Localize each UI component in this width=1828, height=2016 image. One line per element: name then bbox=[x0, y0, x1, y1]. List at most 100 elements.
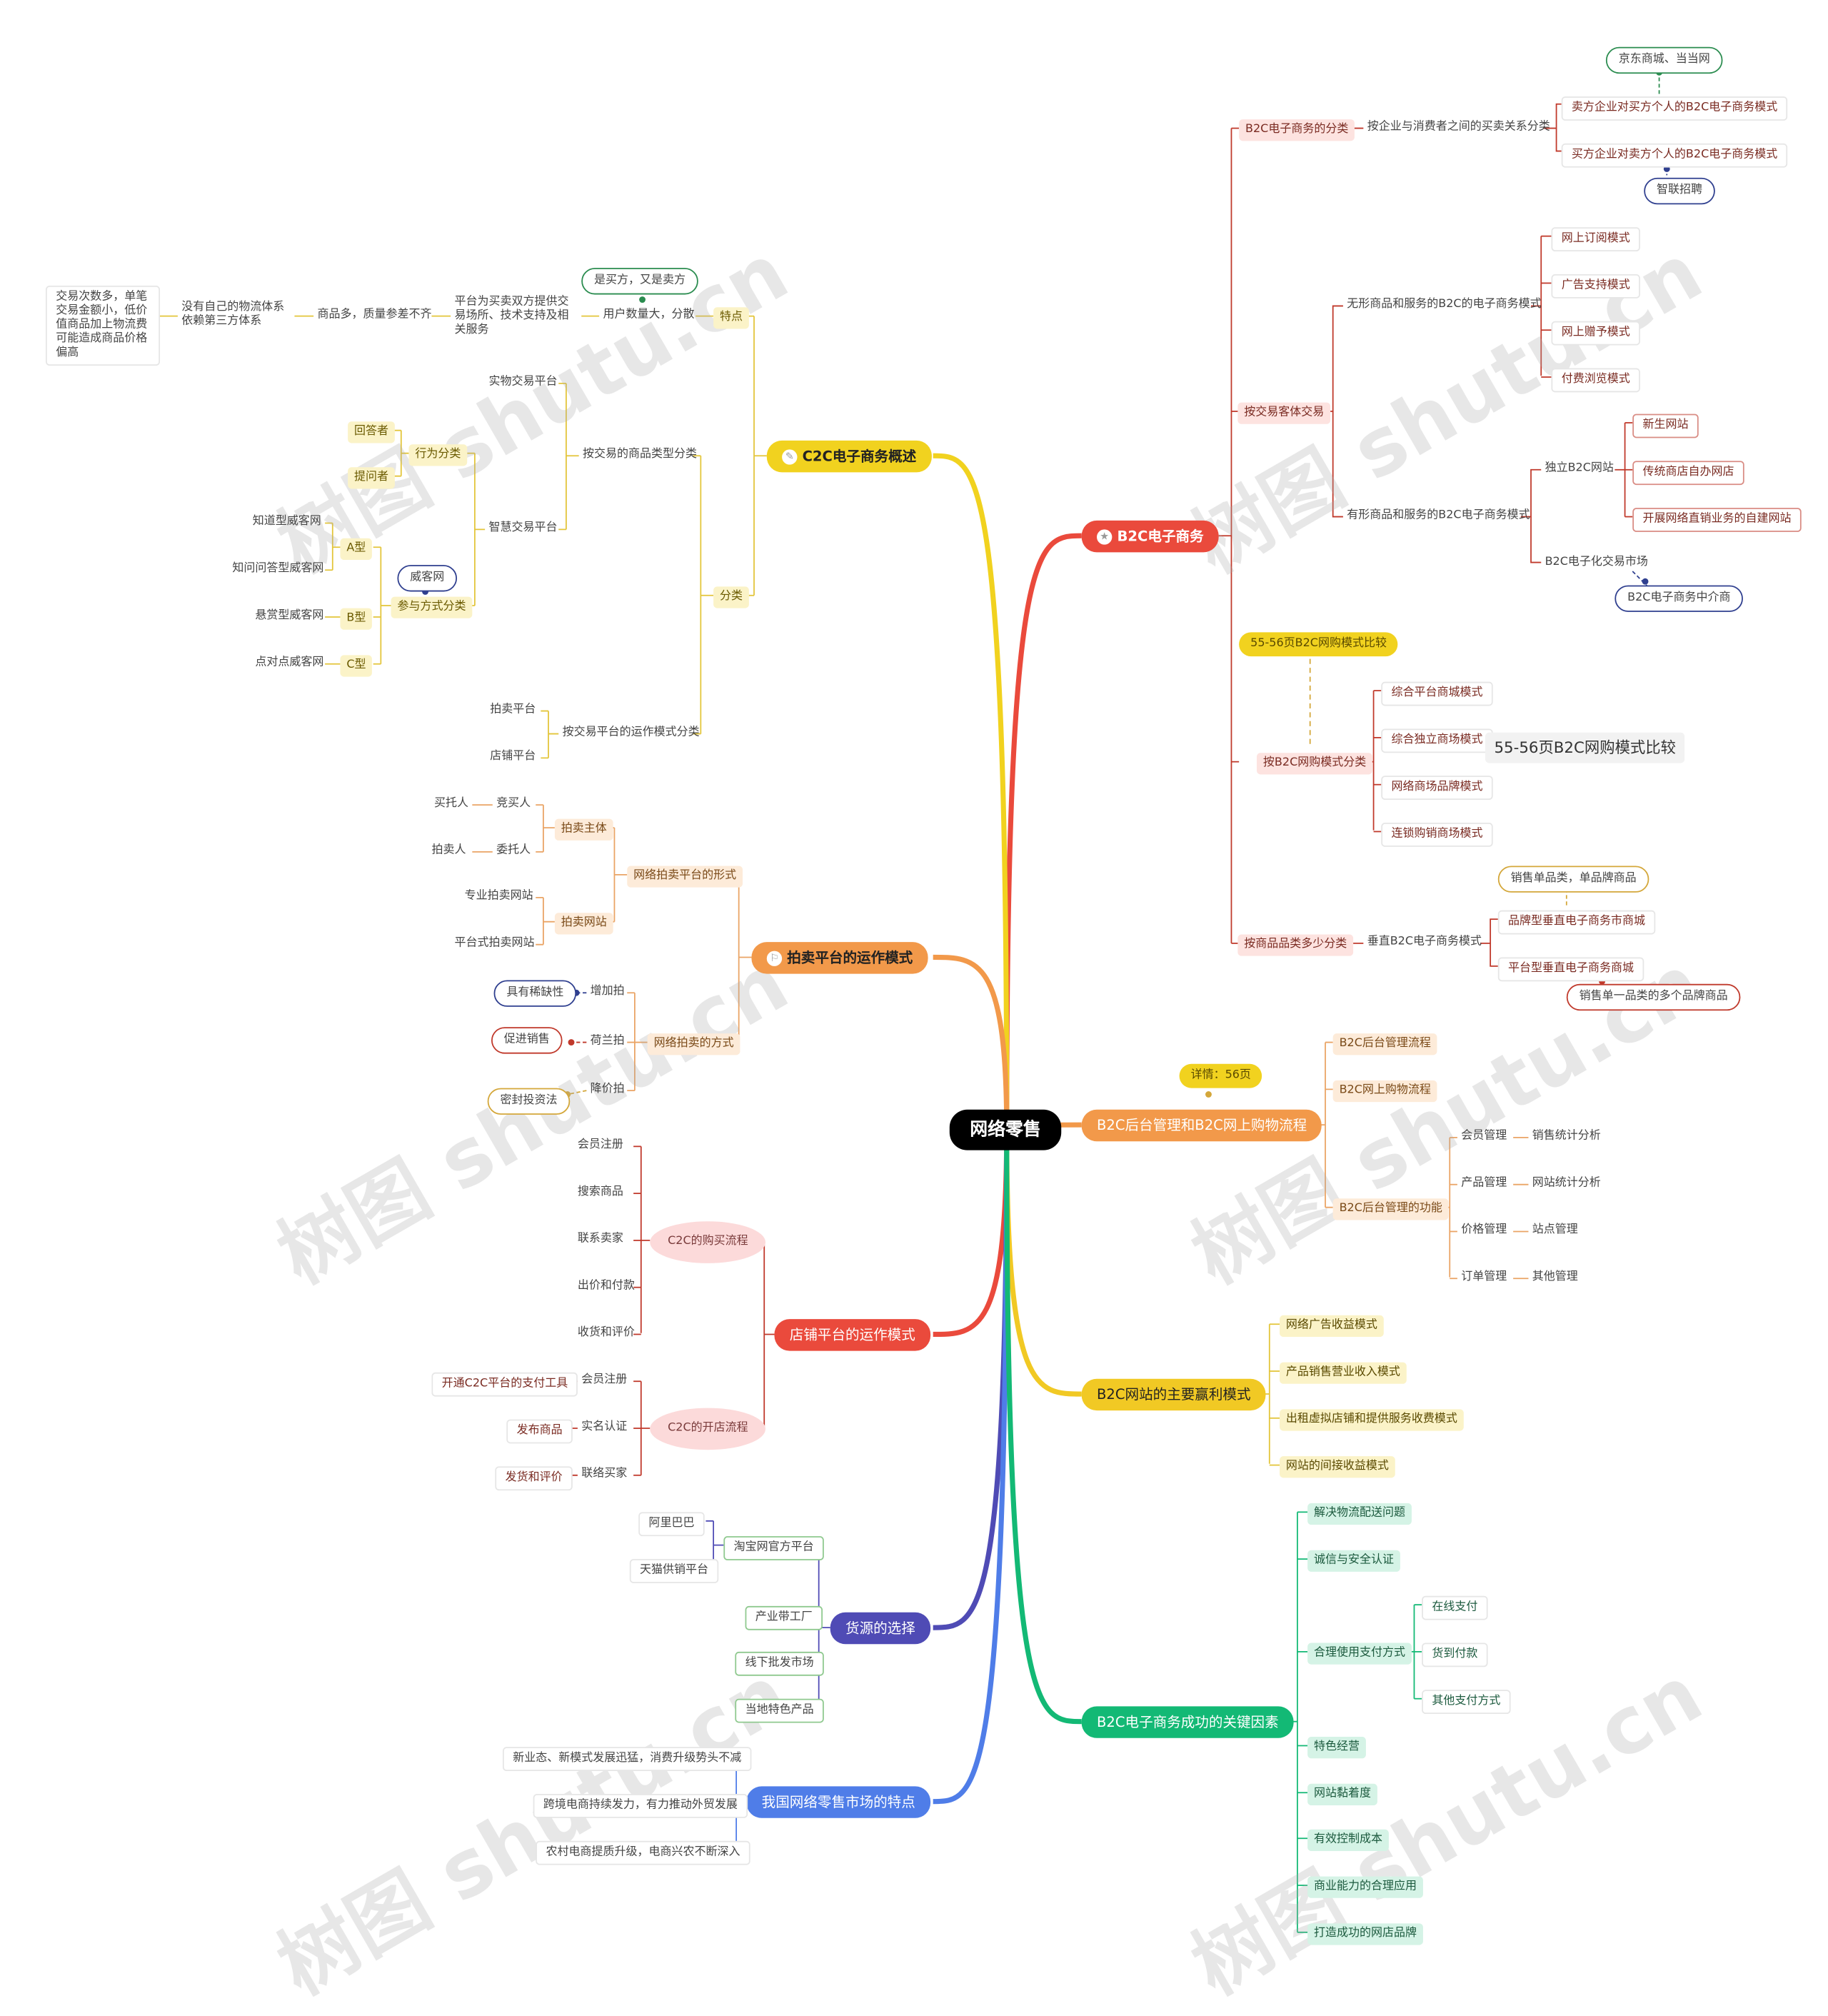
open-step[interactable]: 联络买家 bbox=[578, 1466, 631, 1483]
buy-step[interactable]: 会员注册 bbox=[574, 1138, 628, 1154]
platform-note[interactable]: 销售单一品类的多个品牌商品 bbox=[1566, 983, 1741, 1011]
backend-function[interactable]: 网站统计分析 bbox=[1528, 1175, 1604, 1192]
branch-b2c[interactable]: ★B2C电子商务 bbox=[1081, 520, 1219, 553]
backend-function[interactable]: 销售统计分析 bbox=[1528, 1128, 1604, 1145]
by-goods-class[interactable]: 按交易的商品类型分类 bbox=[579, 447, 701, 463]
participation-class[interactable]: 参与方式分类 bbox=[391, 596, 473, 618]
backend-function[interactable]: 站点管理 bbox=[1528, 1223, 1582, 1239]
branch-china[interactable]: 我国网络零售市场的特点 bbox=[746, 1786, 931, 1818]
auction-site[interactable]: 拍卖网站 bbox=[554, 913, 613, 935]
shopping-flow[interactable]: B2C网上购物流程 bbox=[1332, 1080, 1437, 1103]
payment-method[interactable]: 在线支付 bbox=[1422, 1595, 1488, 1620]
independent-site-type[interactable]: 传统商店自办网店 bbox=[1632, 461, 1744, 486]
vertical-b2c-mode[interactable]: 垂直B2C电子商务模式 bbox=[1363, 934, 1485, 951]
success-factor[interactable]: 打造成功的网店品牌 bbox=[1307, 1923, 1423, 1945]
china-market-feature[interactable]: 农村电商提质升级，电商兴农不断深入 bbox=[536, 1840, 750, 1865]
branch-backend[interactable]: B2C后台管理和B2C网上购物流程 bbox=[1081, 1109, 1322, 1142]
c2c-goods[interactable]: 商品多，质量参差不齐 bbox=[313, 307, 436, 324]
b2c-class-label[interactable]: B2C电子商务的分类 bbox=[1239, 119, 1355, 141]
b2c-trade-object[interactable]: 按交易客体交易 bbox=[1237, 402, 1331, 424]
success-factor[interactable]: 有效控制成本 bbox=[1307, 1829, 1389, 1852]
backend-function[interactable]: 订单管理 bbox=[1457, 1270, 1511, 1286]
open-step[interactable]: 实名认证 bbox=[578, 1420, 631, 1436]
source-option[interactable]: 线下批发市场 bbox=[735, 1651, 824, 1676]
alibaba[interactable]: 阿里巴巴 bbox=[638, 1512, 705, 1537]
zhidao-witkey[interactable]: 知道型威客网 bbox=[248, 514, 325, 531]
independent-site-type[interactable]: 开展网络直销业务的自建网站 bbox=[1632, 508, 1802, 532]
store-platform[interactable]: 店铺平台 bbox=[486, 749, 540, 766]
qa-witkey[interactable]: 知问问答型威客网 bbox=[228, 561, 328, 578]
seller-example-note[interactable]: 京东商城、当当网 bbox=[1605, 46, 1723, 74]
physical-trade-platform[interactable]: 实物交易平台 bbox=[485, 374, 561, 391]
bidder[interactable]: 竞买人 bbox=[493, 796, 535, 813]
backend-function[interactable]: 产品管理 bbox=[1457, 1175, 1511, 1192]
success-factor[interactable]: 网站黏着度 bbox=[1307, 1783, 1377, 1806]
open-process[interactable]: C2C的开店流程 bbox=[650, 1408, 766, 1450]
success-factor[interactable]: 特色经营 bbox=[1307, 1737, 1366, 1759]
shopping-mode-item[interactable]: 综合平台商城模式 bbox=[1381, 681, 1493, 706]
branch-auction[interactable]: ⚐拍卖平台的运作模式 bbox=[751, 942, 928, 974]
tangible-mode[interactable]: 有形商品和服务的B2C电子商务模式 bbox=[1343, 508, 1534, 524]
auction-subject[interactable]: 拍卖主体 bbox=[554, 818, 613, 841]
open-step[interactable]: 会员注册 bbox=[578, 1373, 631, 1389]
by-mode-class[interactable]: 按交易平台的运作模式分类 bbox=[558, 725, 703, 741]
b2c-e-market[interactable]: B2C电子化交易市场 bbox=[1541, 555, 1652, 571]
consignor[interactable]: 委托人 bbox=[493, 843, 535, 859]
buyer-example-note[interactable]: 智联招聘 bbox=[1644, 177, 1715, 205]
bidder-left[interactable]: 买托人 bbox=[431, 796, 473, 813]
bounty-witkey[interactable]: 悬赏型威客网 bbox=[251, 608, 328, 625]
backend-functions[interactable]: B2C后台管理的功能 bbox=[1332, 1198, 1449, 1220]
profit-mode[interactable]: 出租虚拟店铺和提供服务收费模式 bbox=[1280, 1409, 1464, 1431]
compare-callout[interactable]: 55-56页B2C网购模式比较 bbox=[1485, 732, 1685, 763]
backend-function[interactable]: 其他管理 bbox=[1528, 1270, 1582, 1286]
users-note[interactable]: 是买方，又是卖方 bbox=[581, 268, 698, 295]
type-c[interactable]: C型 bbox=[340, 655, 373, 677]
platform-auction-site[interactable]: 平台式拍卖网站 bbox=[451, 936, 538, 952]
taobao-platform[interactable]: 淘宝网官方平台 bbox=[723, 1536, 824, 1560]
c2c-small-amount[interactable]: 交易次数多，单笔交易金额小，低价值商品加上物流费可能造成商品价格偏高 bbox=[46, 286, 161, 366]
backend-function[interactable]: 会员管理 bbox=[1457, 1128, 1511, 1145]
intangible-mode[interactable]: 无形商品和服务的B2C的电子商务模式 bbox=[1343, 297, 1545, 314]
ascending-auction[interactable]: 增加拍 bbox=[586, 984, 628, 1001]
intangible-item[interactable]: 付费浏览模式 bbox=[1551, 368, 1640, 393]
answerer[interactable]: 回答者 bbox=[348, 421, 395, 443]
shopping-mode-item[interactable]: 网络商场品牌模式 bbox=[1381, 776, 1493, 801]
brand-vertical-mall[interactable]: 品牌型垂直电子商务市商城 bbox=[1497, 910, 1656, 935]
backend-flow[interactable]: B2C后台管理流程 bbox=[1332, 1033, 1437, 1055]
independent-b2c-site[interactable]: 独立B2C网站 bbox=[1541, 461, 1617, 477]
c2c-logistics[interactable]: 没有自己的物流体系依赖第三方体系 bbox=[178, 300, 295, 331]
branch-source[interactable]: 货源的选择 bbox=[830, 1612, 931, 1645]
participation-note[interactable]: 威客网 bbox=[397, 565, 458, 592]
buy-step[interactable]: 出价和付款 bbox=[574, 1278, 639, 1295]
backend-note[interactable]: 详情：56页 bbox=[1179, 1063, 1262, 1088]
buy-process[interactable]: C2C的购买流程 bbox=[650, 1221, 766, 1263]
seller-to-buyer-mode[interactable]: 卖方企业对买方个人的B2C电子商务模式 bbox=[1561, 96, 1788, 121]
open-left-step[interactable]: 发布商品 bbox=[506, 1419, 573, 1444]
branch-store[interactable]: 店铺平台的运作模式 bbox=[774, 1319, 931, 1351]
buy-step[interactable]: 收货和评价 bbox=[574, 1325, 639, 1342]
source-option[interactable]: 产业带工厂 bbox=[745, 1605, 823, 1630]
profit-mode[interactable]: 产品销售营业收入模式 bbox=[1280, 1362, 1407, 1384]
root-node[interactable]: 网络零售 bbox=[949, 1109, 1062, 1150]
c2c-feature[interactable]: 特点 bbox=[713, 307, 749, 329]
c2c-classify[interactable]: 分类 bbox=[713, 586, 749, 608]
success-factor[interactable]: 商业能力的合理应用 bbox=[1307, 1876, 1423, 1898]
b2c-relation-class[interactable]: 按企业与消费者之间的买卖关系分类 bbox=[1363, 119, 1554, 136]
dutch-auction[interactable]: 荷兰拍 bbox=[586, 1033, 628, 1050]
branch-c2c[interactable]: ✎C2C电子商务概述 bbox=[766, 440, 932, 473]
payment-method[interactable]: 货到付款 bbox=[1422, 1643, 1488, 1668]
payment-method[interactable]: 其他支付方式 bbox=[1422, 1690, 1511, 1715]
profit-mode[interactable]: 网络广告收益模式 bbox=[1280, 1315, 1384, 1338]
buy-step[interactable]: 搜索商品 bbox=[574, 1185, 628, 1201]
c2c-users[interactable]: 用户数量大，分散 bbox=[599, 307, 698, 324]
independent-site-type[interactable]: 新生网站 bbox=[1632, 413, 1699, 438]
type-a[interactable]: A型 bbox=[340, 538, 373, 561]
success-factor[interactable]: 合理使用支付方式 bbox=[1307, 1643, 1412, 1665]
china-market-feature[interactable]: 跨境电商持续发力，有力推动外贸发展 bbox=[533, 1794, 748, 1818]
source-option[interactable]: 当地特色产品 bbox=[735, 1698, 824, 1723]
intermediary-note[interactable]: B2C电子商务中介商 bbox=[1614, 585, 1744, 612]
shopping-mode-item[interactable]: 连锁购销商场模式 bbox=[1381, 823, 1493, 847]
b2c-category-class[interactable]: 按商品品类多少分类 bbox=[1237, 934, 1354, 956]
scarcity-note[interactable]: 具有稀缺性 bbox=[493, 980, 577, 1007]
type-b[interactable]: B型 bbox=[340, 608, 373, 630]
